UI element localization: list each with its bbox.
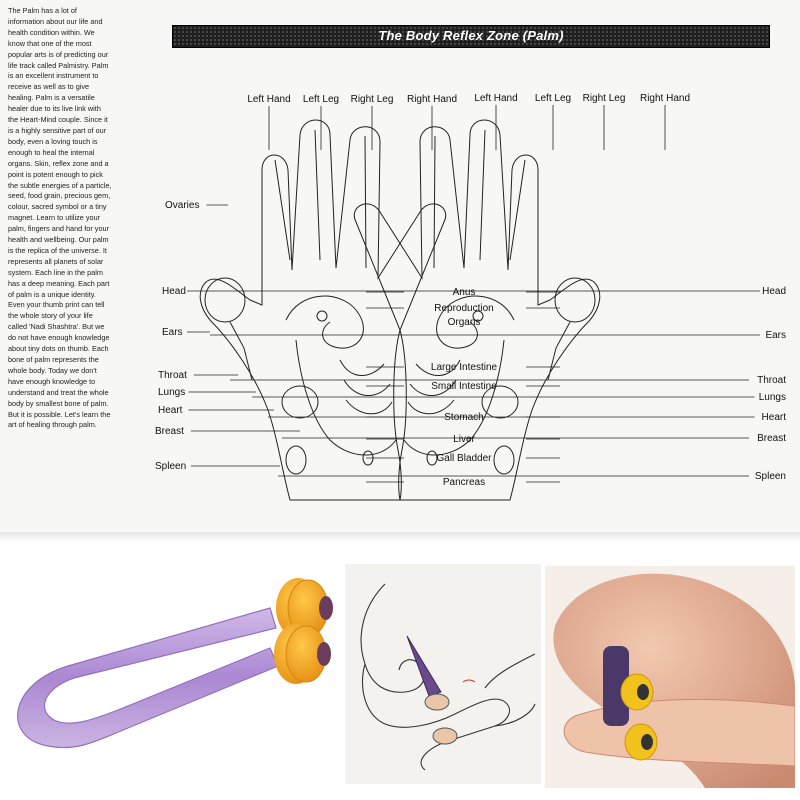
left-small-intestine xyxy=(339,359,393,415)
title-banner: The Body Reflex Zone (Palm) xyxy=(172,25,770,48)
right-finger-label-3: Right Leg xyxy=(583,93,626,104)
left-finger-label-2: Left Leg xyxy=(303,94,339,105)
right-large-intestine xyxy=(436,295,515,349)
left-heart-zone xyxy=(281,385,319,419)
right-label-throat: Throat xyxy=(757,375,786,386)
yellow-roller-bottom xyxy=(624,723,658,761)
left-finger-bone-2 xyxy=(314,129,321,261)
center-label-5: Small Intestine xyxy=(431,381,497,392)
left-spleen-zone xyxy=(285,445,307,475)
center-label-9: Pancreas xyxy=(443,477,485,488)
lower-roller-wheel xyxy=(274,624,331,684)
right-head-zone xyxy=(554,277,596,323)
right-spine-zone xyxy=(547,321,571,381)
right-finger-bone-3 xyxy=(433,135,436,269)
right-anus-zone xyxy=(472,310,484,322)
right-colon xyxy=(403,339,505,456)
left-label-heart: Heart xyxy=(158,405,183,416)
left-finger-label-3: Right Leg xyxy=(351,94,394,105)
right-small-intestine xyxy=(407,359,461,415)
reflex-chart-sheet xyxy=(0,0,800,540)
right-gall-bladder-zone xyxy=(426,450,438,466)
palm-intro-text: The Palm has a lot of information about … xyxy=(8,6,112,430)
right-finger-label-4: Right Hand xyxy=(640,93,690,104)
left-head-zone xyxy=(204,277,246,323)
right-finger-label-1: Left Hand xyxy=(474,93,517,104)
left-finger-label-1: Left Hand xyxy=(247,94,290,105)
right-heart-zone xyxy=(481,385,519,419)
right-hand xyxy=(353,119,601,501)
right-label-breast: Breast xyxy=(757,433,786,444)
left-large-intestine xyxy=(285,295,364,349)
center-label-4: Large Intestine xyxy=(431,362,498,373)
left-spine-zone xyxy=(229,321,253,381)
center-label-8: Gall Bladder xyxy=(436,453,492,464)
right-finger-bone-2 xyxy=(479,129,486,261)
sheet-edge-shadow xyxy=(0,532,800,542)
center-label-1: Anus xyxy=(453,287,476,298)
left-label-ovaries: Ovaries xyxy=(165,200,199,211)
right-spleen-zone xyxy=(493,445,515,475)
center-label-7: Liver xyxy=(453,434,475,445)
left-colon xyxy=(295,339,397,456)
right-label-heart: Heart xyxy=(762,412,787,423)
upper-roller-wheel xyxy=(276,578,333,638)
finger-roller-photo xyxy=(8,570,338,760)
left-label-breast: Breast xyxy=(155,426,184,437)
left-hand-outline xyxy=(199,119,447,501)
right-finger-label-2: Left Leg xyxy=(535,93,571,104)
left-label-throat: Throat xyxy=(158,370,187,381)
left-finger-label-4: Right Hand xyxy=(407,94,457,105)
center-label-6: Stomach xyxy=(444,412,483,423)
right-label-head: Head xyxy=(762,286,786,297)
yellow-roller-top xyxy=(620,673,654,711)
left-label-ears: Ears xyxy=(162,327,183,338)
left-label-head: Head xyxy=(162,286,186,297)
left-label-spleen: Spleen xyxy=(155,461,186,472)
right-label-spleen: Spleen xyxy=(755,471,786,482)
left-finger-bone-3 xyxy=(364,135,367,269)
right-hand-outline xyxy=(353,119,601,501)
hand-using-roller-photo xyxy=(545,566,795,788)
right-finger-bone-1 xyxy=(509,159,526,261)
palm-reflex-diagram: Left Hand Left Leg Right Leg Right Hand Left… xyxy=(155,93,787,501)
roller-usage-illustration xyxy=(345,564,541,784)
center-label-2: Reproduction xyxy=(434,303,493,314)
left-hand xyxy=(199,119,447,501)
left-finger-bone-1 xyxy=(274,159,291,261)
right-label-ears: Ears xyxy=(765,330,786,341)
left-anus-zone xyxy=(316,310,328,322)
left-label-lungs: Lungs xyxy=(158,387,185,398)
chart-title: The Body Reflex Zone (Palm) xyxy=(378,28,564,43)
center-label-3: Organs xyxy=(448,317,481,328)
right-label-lungs: Lungs xyxy=(759,392,786,403)
